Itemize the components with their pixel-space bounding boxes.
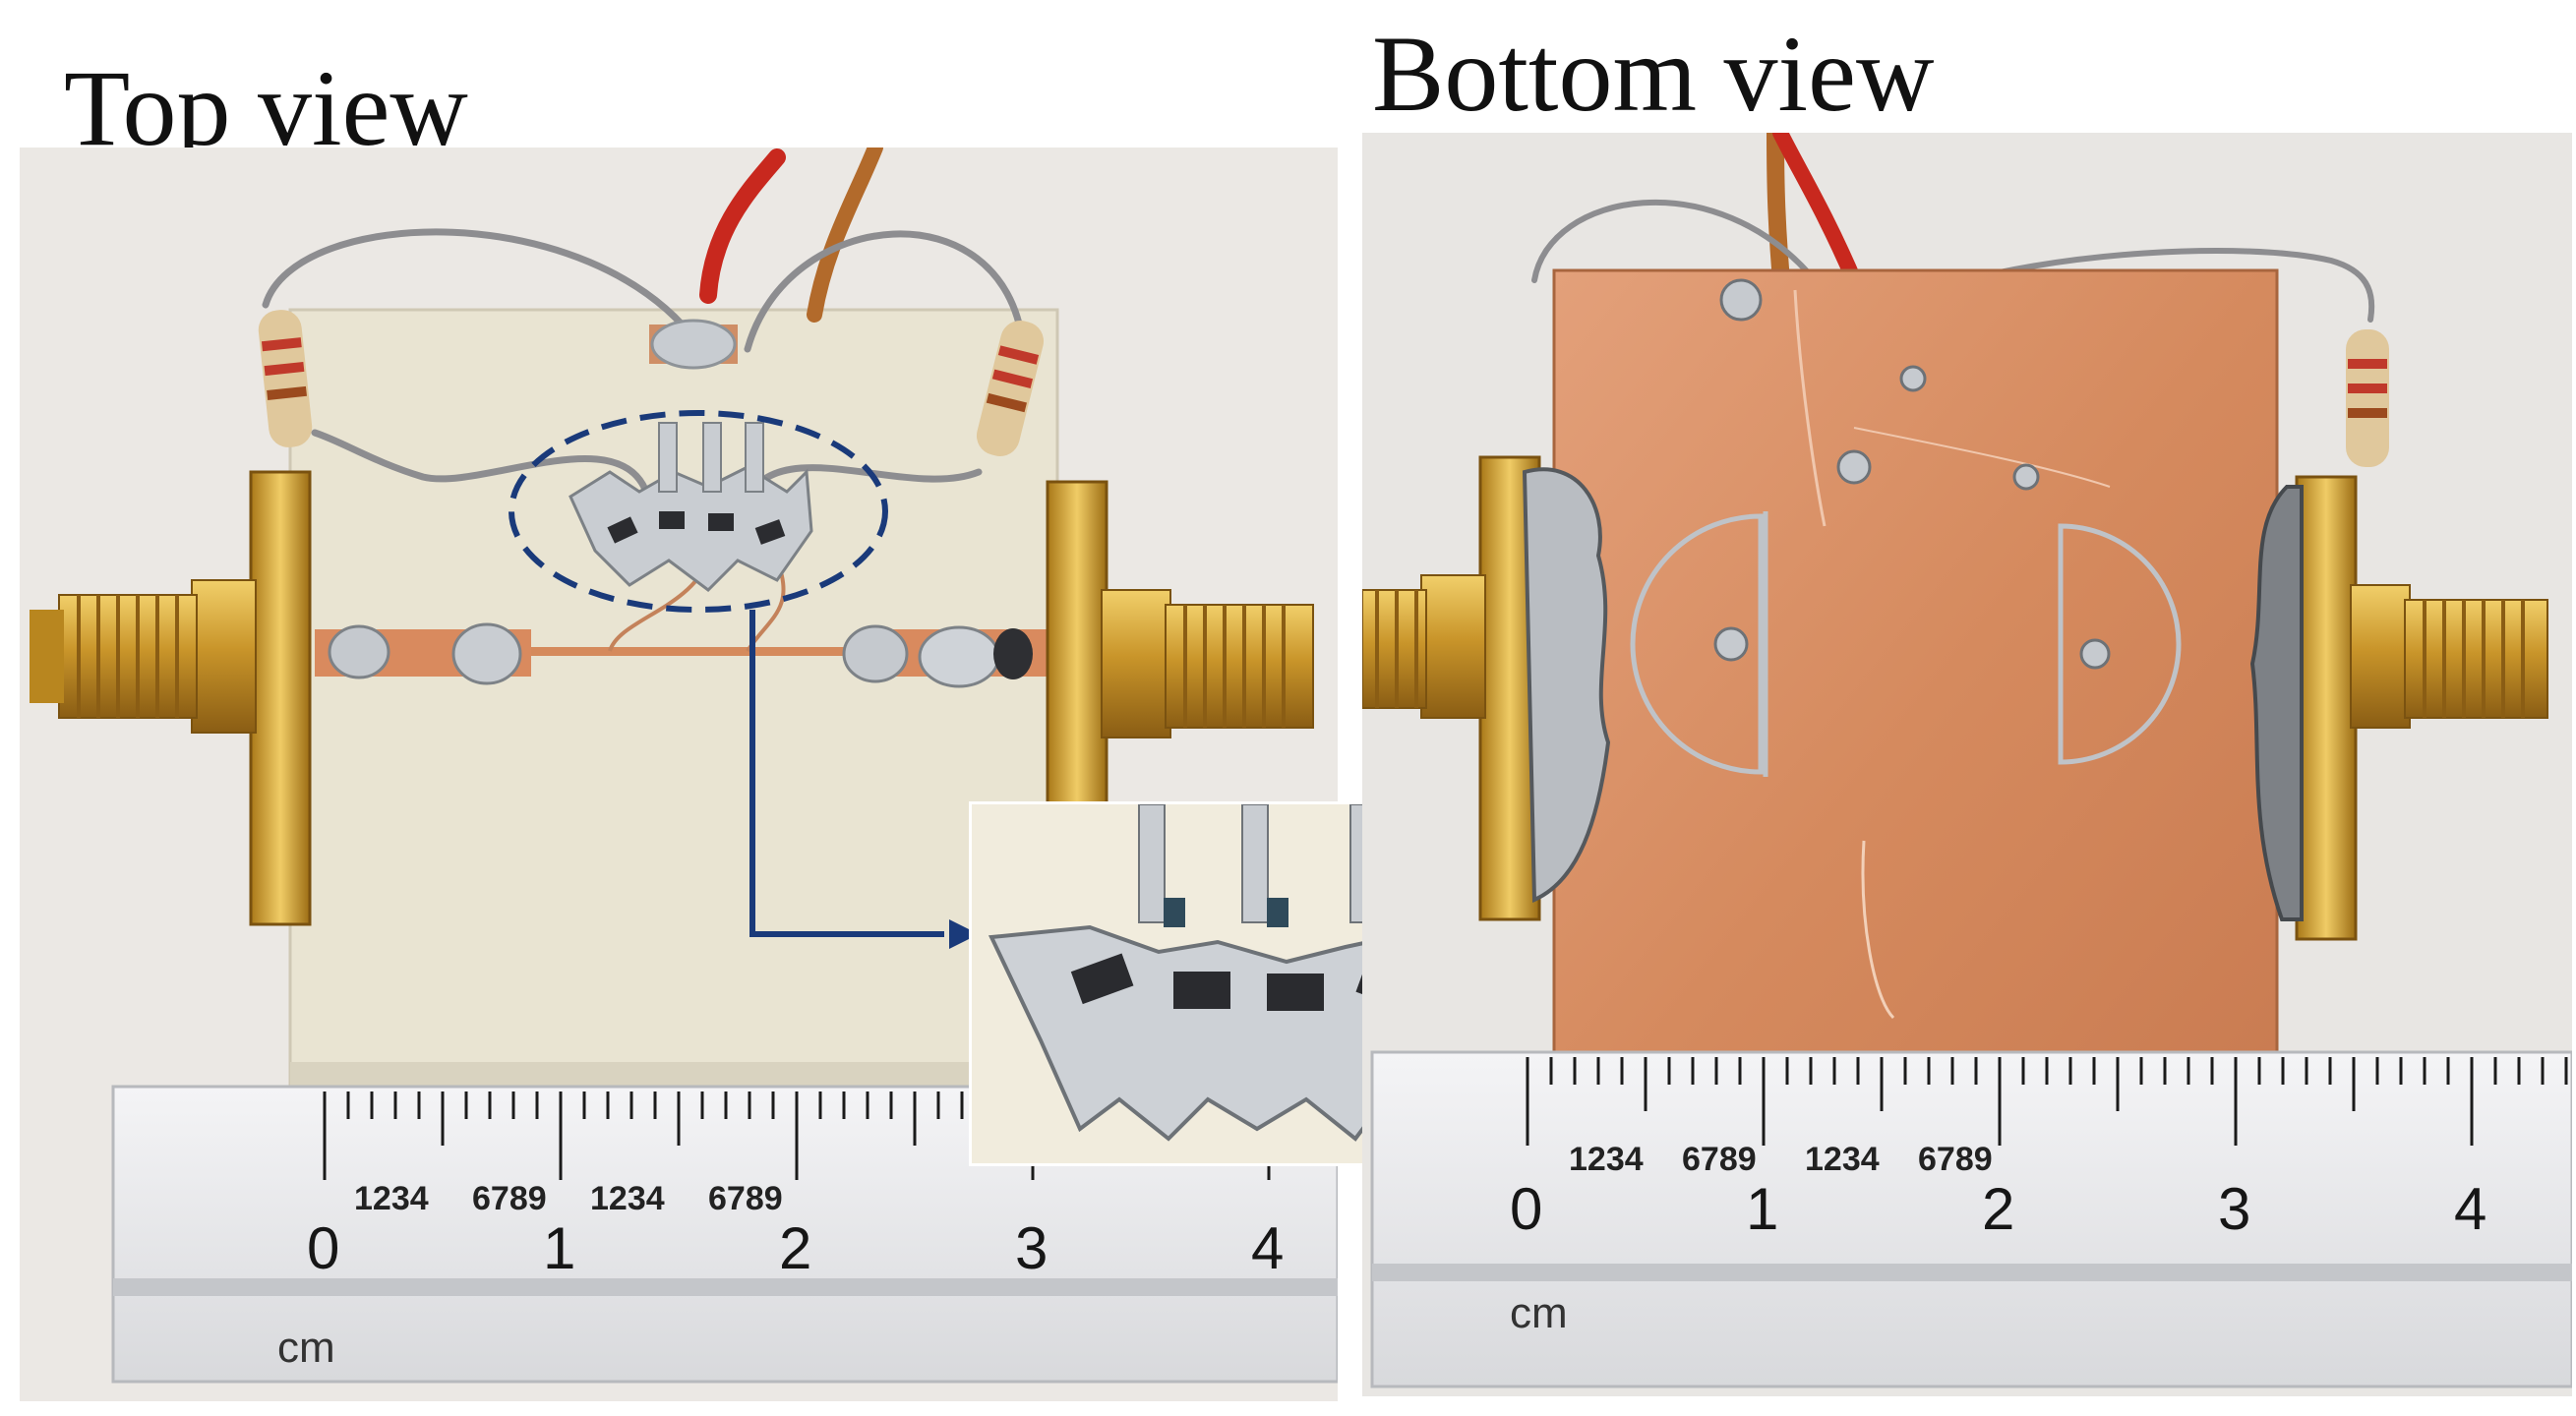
bottom-left-sma-connector bbox=[1362, 455, 1611, 921]
vias bbox=[1713, 278, 2111, 670]
ruler-top-unit: cm bbox=[277, 1324, 335, 1372]
top-view-label: Top view bbox=[64, 48, 468, 168]
bottom-right-sma-connector bbox=[2249, 475, 2548, 941]
ruler-top-number-2: 2 bbox=[779, 1215, 811, 1281]
ruler-top-number-0: 0 bbox=[307, 1215, 339, 1281]
ruler-top-number-4: 4 bbox=[1251, 1215, 1284, 1281]
copper-ground-plane bbox=[1552, 268, 2279, 1177]
zoom-arrow bbox=[749, 610, 979, 949]
ruler-top-digits-2: 6789 bbox=[472, 1180, 547, 1217]
bottom-right-resistor bbox=[2346, 329, 2389, 467]
bottom-view-photo: 1234 6789 1234 6789 0 1 2 3 4 cm bbox=[1362, 133, 2572, 1396]
ruler-bottom-number-2: 2 bbox=[1982, 1176, 2014, 1242]
bias-wires bbox=[262, 148, 1027, 515]
bottom-view-label: Bottom view bbox=[1372, 14, 1935, 134]
ruler-top-digits-1: 1234 bbox=[354, 1180, 429, 1217]
ruler-bottom-digits-3: 1234 bbox=[1805, 1141, 1880, 1178]
ruler-bottom-digits-4: 6789 bbox=[1918, 1141, 1993, 1178]
circuit-cluster bbox=[569, 422, 813, 592]
line-solder bbox=[328, 622, 1033, 688]
ruler-top-number-3: 3 bbox=[1015, 1215, 1048, 1281]
bottom-ruler: 1234 6789 1234 6789 0 1 2 3 4 cm bbox=[1370, 1050, 2572, 1388]
ruler-top-digits-4: 6789 bbox=[708, 1180, 783, 1217]
ruler-bottom-unit: cm bbox=[1510, 1289, 1568, 1337]
ruler-bottom-digits-2: 6789 bbox=[1682, 1141, 1757, 1178]
right-resistor bbox=[976, 321, 1045, 456]
ruler-bottom-number-4: 4 bbox=[2454, 1176, 2486, 1242]
top-ruler: 1234 6789 1234 6789 0 1 2 3 4 cm bbox=[111, 1085, 1338, 1384]
highlight-ellipse bbox=[509, 410, 888, 613]
ruler-top-digits-3: 1234 bbox=[590, 1180, 665, 1217]
ruler-bottom-number-0: 0 bbox=[1510, 1176, 1542, 1242]
top-view-photo: 1234 6789 1234 6789 0 1 2 3 4 cm bbox=[20, 148, 1338, 1401]
ruler-bottom-digits-1: 1234 bbox=[1569, 1141, 1644, 1178]
stub-outlines bbox=[1630, 511, 2182, 777]
ruler-bottom-number-1: 1 bbox=[1746, 1176, 1778, 1242]
left-sma-connector bbox=[30, 470, 312, 926]
ruler-top-number-1: 1 bbox=[543, 1215, 575, 1281]
top-view-illustration: 1234 6789 1234 6789 0 1 2 3 4 cm bbox=[20, 148, 1338, 1401]
ruler-bottom-number-3: 3 bbox=[2218, 1176, 2250, 1242]
bottom-view-illustration: 1234 6789 1234 6789 0 1 2 3 4 cm bbox=[1362, 133, 2572, 1396]
left-resistor bbox=[258, 310, 313, 447]
bias-solder-pad bbox=[649, 319, 738, 370]
